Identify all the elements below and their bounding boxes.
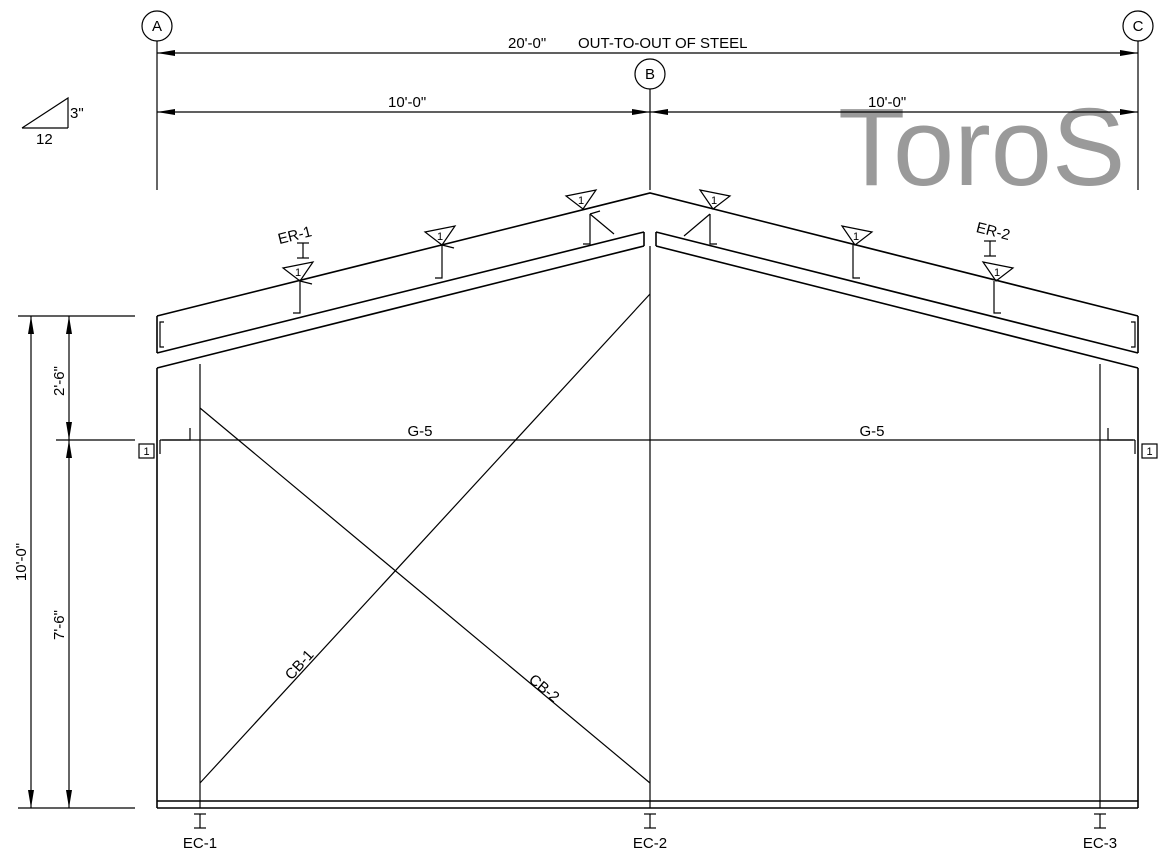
rafter-label-left: ER-1 xyxy=(276,223,314,259)
svg-text:1: 1 xyxy=(711,195,717,207)
svg-text:2'-6": 2'-6" xyxy=(51,366,68,396)
svg-text:A: A xyxy=(152,18,162,35)
height-dimensions: 10'-0" 2'-6" 7'-6" xyxy=(13,315,135,809)
roof-line xyxy=(156,192,1139,317)
grid-bubble-a: A xyxy=(141,10,173,42)
watermark: ToroS xyxy=(838,86,1125,209)
purlin-left-3: 1 xyxy=(564,189,615,245)
slope-symbol: 3" 12 xyxy=(21,96,84,148)
purlin-left-2: 1 xyxy=(423,225,457,279)
bay-dimensions: 10'-0" 10'-0" xyxy=(157,94,1138,115)
cable-brace-cb1 xyxy=(199,293,651,784)
svg-text:ER-1: ER-1 xyxy=(276,223,313,248)
grid-bubble-c: C xyxy=(1122,10,1154,42)
svg-text:G-5: G-5 xyxy=(407,423,432,440)
column-label-ec2: EC-2 xyxy=(633,813,667,852)
detail-tag-right: 1 xyxy=(1141,443,1158,459)
purlin-right-3: 1 xyxy=(981,261,1015,314)
purlin-left-1: 1 xyxy=(281,261,315,314)
svg-text:1: 1 xyxy=(1146,446,1152,458)
svg-text:1: 1 xyxy=(853,231,859,243)
svg-text:3": 3" xyxy=(70,105,84,122)
column-label-ec1: EC-1 xyxy=(183,813,217,852)
rafter-label-right: ER-2 xyxy=(974,219,1012,257)
svg-text:10'-0": 10'-0" xyxy=(13,543,30,581)
svg-text:1: 1 xyxy=(295,267,301,279)
svg-text:C: C xyxy=(1133,18,1144,35)
svg-text:1: 1 xyxy=(143,446,149,458)
girt-line: G-5 G-5 xyxy=(159,423,1136,454)
svg-text:10'-0": 10'-0" xyxy=(388,94,426,111)
detail-tag-left: 1 xyxy=(138,443,155,459)
svg-text:1: 1 xyxy=(994,267,1000,279)
svg-text:EC-1: EC-1 xyxy=(183,835,217,852)
cable-brace-cb2 xyxy=(199,407,651,784)
svg-text:12: 12 xyxy=(36,131,53,148)
svg-text:CB-2: CB-2 xyxy=(525,671,562,706)
column-label-ec3: EC-3 xyxy=(1083,813,1117,852)
svg-text:ER-2: ER-2 xyxy=(974,219,1011,244)
purlin-right-1: 1 xyxy=(683,189,732,245)
svg-text:OUT-TO-OUT OF STEEL: OUT-TO-OUT OF STEEL xyxy=(578,35,747,52)
svg-text:20'-0": 20'-0" xyxy=(508,35,546,52)
svg-text:EC-3: EC-3 xyxy=(1083,835,1117,852)
svg-text:CB-1: CB-1 xyxy=(282,647,318,684)
svg-text:1: 1 xyxy=(578,195,584,207)
purlin-right-2: 1 xyxy=(840,225,874,279)
svg-text:EC-2: EC-2 xyxy=(633,835,667,852)
svg-text:B: B xyxy=(645,66,655,83)
svg-text:10'-0": 10'-0" xyxy=(868,94,906,111)
svg-text:1: 1 xyxy=(437,231,443,243)
overall-dimension: 20'-0" OUT-TO-OUT OF STEEL xyxy=(157,35,1138,56)
svg-text:G-5: G-5 xyxy=(859,423,884,440)
svg-text:7'-6": 7'-6" xyxy=(51,610,68,640)
grid-bubble-b: B xyxy=(634,58,666,90)
